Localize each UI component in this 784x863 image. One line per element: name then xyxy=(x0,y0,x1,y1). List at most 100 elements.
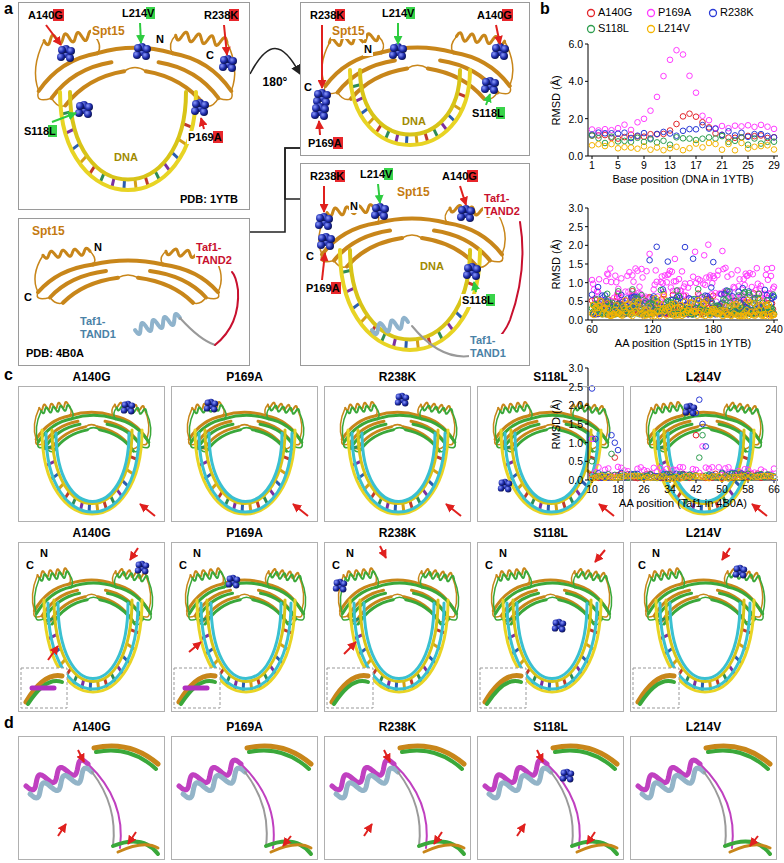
dna-strand xyxy=(664,430,744,504)
alpha-helix xyxy=(43,248,90,258)
data-point xyxy=(622,130,628,136)
data-point xyxy=(687,73,693,79)
atom-sphere xyxy=(482,78,490,86)
beta-strand xyxy=(513,430,547,451)
data-point xyxy=(636,299,642,305)
data-point xyxy=(745,146,751,152)
alpha-helix xyxy=(40,571,70,581)
dna-strand xyxy=(668,433,741,502)
atom-sphere xyxy=(128,408,134,414)
dna-strand xyxy=(70,92,186,180)
atom-sphere xyxy=(334,580,340,586)
dna-strand xyxy=(209,433,282,502)
atom-sphere xyxy=(390,44,398,52)
data-point xyxy=(706,242,712,248)
alpha-helix xyxy=(271,572,301,581)
data-point xyxy=(628,145,634,151)
beta-strand xyxy=(377,583,421,587)
residue-spheres xyxy=(389,43,407,60)
atom-sphere xyxy=(380,212,388,220)
dna-strand xyxy=(348,430,448,514)
atom-sphere xyxy=(568,770,574,776)
data-point xyxy=(674,47,680,53)
taf1-helix xyxy=(135,314,180,334)
ribbon-loop xyxy=(87,428,99,430)
atom-sphere xyxy=(464,264,472,272)
atom-sphere xyxy=(134,44,142,52)
beta-strand xyxy=(71,583,115,587)
atom-sphere xyxy=(741,566,747,572)
data-point xyxy=(596,130,602,136)
data-series xyxy=(589,47,777,133)
dna-strand xyxy=(60,92,196,190)
data-point xyxy=(665,259,671,265)
residue-spheres xyxy=(57,45,75,62)
data-point xyxy=(604,301,610,307)
data-point xyxy=(768,273,774,279)
atom-sphere xyxy=(684,404,690,410)
taf1-loop xyxy=(180,318,215,345)
data-point xyxy=(664,280,670,286)
data-point xyxy=(682,244,688,250)
data-point xyxy=(661,147,667,153)
data-point xyxy=(630,273,636,279)
data-point xyxy=(687,111,693,117)
atom-sphere xyxy=(463,271,471,279)
inset-ribbon xyxy=(181,681,215,704)
data-point xyxy=(679,269,685,275)
data-point xyxy=(589,292,595,298)
data-point xyxy=(706,135,712,141)
inset-ribbon xyxy=(28,681,62,704)
beta-strand xyxy=(530,583,574,587)
atom-sphere xyxy=(491,51,499,59)
data-point xyxy=(614,302,620,308)
tick-mark xyxy=(748,156,749,159)
taf1-loop xyxy=(241,764,274,848)
leader-arrow xyxy=(189,642,201,652)
beta-strand xyxy=(225,415,268,418)
data-point xyxy=(751,300,757,306)
leader-arrow xyxy=(140,23,141,43)
atom-sphere xyxy=(133,51,141,59)
tick-mark xyxy=(652,320,653,323)
taf1-helix xyxy=(30,768,92,798)
data-point xyxy=(615,131,621,137)
alpha-helix xyxy=(193,571,223,581)
beta-strand xyxy=(360,430,394,451)
dna-strand xyxy=(52,430,132,504)
data-point xyxy=(589,132,595,138)
data-point xyxy=(615,125,621,131)
atom-sphere xyxy=(396,394,402,400)
ribbon-loop xyxy=(402,235,422,238)
residue-spheres xyxy=(395,393,409,407)
ribbon-loop xyxy=(391,594,404,597)
taf1-helix xyxy=(372,318,408,334)
data-point xyxy=(647,257,653,263)
atom-sphere xyxy=(212,400,218,406)
leader-arrow xyxy=(750,836,758,846)
ribbon-loop xyxy=(681,574,684,587)
dna-strand xyxy=(42,430,142,514)
atom-sphere xyxy=(490,86,498,94)
taf1-loop xyxy=(245,772,267,846)
data-point xyxy=(604,291,610,297)
alpha-helix xyxy=(729,406,759,414)
data-point xyxy=(719,133,725,139)
leader-arrow xyxy=(397,23,399,44)
residue-spheres xyxy=(733,565,747,579)
atom-sphere xyxy=(143,45,151,53)
residue-spheres xyxy=(311,103,329,120)
data-point xyxy=(654,131,660,137)
data-point xyxy=(596,277,602,283)
atom-sphere xyxy=(472,272,480,280)
dna-strand xyxy=(56,433,129,502)
data-point xyxy=(661,129,667,135)
data-point xyxy=(726,295,732,301)
data-point xyxy=(635,146,641,152)
ribbon-loop xyxy=(451,36,456,52)
tick-mark xyxy=(722,156,723,159)
beta-strand xyxy=(207,430,241,451)
protein-ribbon xyxy=(35,248,221,303)
data-point xyxy=(765,143,771,149)
beta-strand xyxy=(338,60,395,92)
